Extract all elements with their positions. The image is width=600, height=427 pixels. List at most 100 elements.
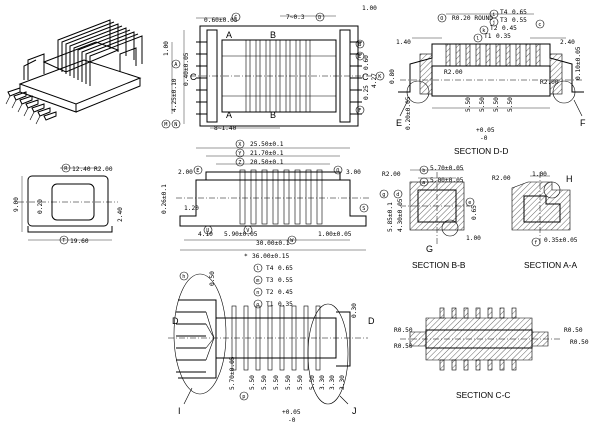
bb-d100: 1.00 — [466, 235, 481, 242]
front-d2170: 21.70±0.1 — [250, 150, 284, 157]
top-cut-c-left: C — [190, 72, 197, 82]
bubble-c: C — [231, 12, 241, 22]
bb-bubble-d: d — [393, 189, 403, 199]
dim-top-7-03: 7~0.3 — [286, 14, 305, 21]
top-pins-left — [196, 41, 207, 115]
bv-tol2: -0 — [288, 417, 296, 424]
top-cut-b-bot: B — [270, 110, 276, 120]
front-d10005: 1.00±0.05 — [318, 231, 352, 238]
bubble-e-top: E — [355, 51, 365, 61]
bv-v045: 0.45 — [278, 289, 293, 296]
left-d240: 2.40 — [117, 207, 124, 222]
bv-tol: +0.05 — [282, 409, 301, 416]
svg-text:O: O — [440, 16, 443, 22]
bb-r200: R2.00 — [382, 171, 401, 178]
dd-d50b: 5.50 — [479, 97, 486, 112]
bubble-b-top: B — [355, 39, 365, 49]
bubble-a-left: A — [171, 59, 181, 69]
svg-text:X: X — [238, 142, 242, 148]
front-view: 25.50±0.1 21.70±0.1 20.50±0.1 2.00 3.00 … — [161, 139, 370, 260]
svg-text:W: W — [290, 238, 294, 244]
svg-text:b: b — [422, 168, 425, 174]
front-bubble-z: Z — [235, 157, 245, 167]
top-view: A B A B C C 0.60±0.05 7~0.3 1.00 8~1.40 … — [161, 5, 385, 132]
bb-d065: 0.65 — [471, 205, 478, 220]
svg-text:V: V — [246, 228, 249, 234]
bottom-fins — [231, 305, 321, 371]
svg-text:n: n — [256, 290, 259, 296]
bv-bubble-n: n — [253, 287, 263, 297]
left-r200: R2.00 — [94, 166, 113, 173]
front-bubble-w: W — [287, 235, 297, 245]
bv-v065: 0.65 — [278, 265, 293, 272]
front-d026: 0.26±0.1 — [161, 184, 168, 214]
front-d2050: 20.50±0.1 — [250, 159, 284, 166]
dd-bubble-o: O — [437, 13, 447, 23]
dd-bubble-k: k — [479, 25, 489, 35]
cc-r050b: R0.50 — [394, 343, 413, 350]
bv-bubble-p: p — [239, 391, 249, 401]
bb-bubble-b: b — [419, 165, 429, 175]
dd-label-e: E — [396, 118, 402, 128]
svg-text:R: R — [64, 166, 68, 172]
dd-r02: R0.20 ROUND — [452, 15, 493, 22]
dd-bubble-j: j — [489, 17, 499, 27]
front-d120: 1.20 — [184, 205, 199, 212]
dd-d50c: 5.50 — [493, 97, 500, 112]
bb-bubble-g: g — [379, 189, 389, 199]
bv-d030: 0.30 — [351, 303, 358, 318]
dd-d50a: 5.50 — [465, 97, 472, 112]
dim-top-1-00: 1.00 — [362, 5, 377, 12]
dd-label-f: F — [580, 118, 586, 128]
dd-t1: T1 — [484, 33, 492, 40]
bb-bubble-a: a — [419, 177, 429, 187]
bv-d570: 5.70±0.05 — [229, 356, 236, 390]
svg-text:m: m — [256, 278, 259, 284]
iso-fins — [57, 19, 143, 86]
front-bubble-v: V — [243, 225, 253, 235]
aa-r200: R2.00 — [492, 175, 511, 182]
left-d900: 9.00 — [13, 197, 20, 212]
cc-r050a: R0.50 — [394, 327, 413, 334]
bv-d50-4: 5.50 — [297, 375, 304, 390]
svg-text:D: D — [318, 15, 321, 21]
svg-text:U: U — [206, 228, 209, 234]
dd-fins — [445, 43, 541, 67]
left-view: 12.40 R2.00 19.60 9.00 0.20 2.40 R T — [13, 163, 124, 245]
bv-label-d2: D — [368, 316, 375, 326]
svg-text:a: a — [422, 180, 425, 186]
bv-d50-2: 5.50 — [273, 375, 280, 390]
front-d410: 4.10 — [198, 231, 213, 238]
bb-d430: 4.30±0.05 — [397, 198, 404, 232]
svg-text:f: f — [534, 240, 537, 246]
top-pins-right — [350, 41, 362, 115]
bubble-m-left: M — [161, 119, 171, 129]
section-aa: R2.00 1.00 0.35±0.05 H SECTION A-A f — [492, 171, 578, 270]
left-d1240: 12.40 — [72, 166, 91, 173]
dd-t3: T3 — [500, 17, 508, 24]
section-bb: R2.00 5.70±0.05 5.00±0.05 5.85±0.1 4.30±… — [379, 165, 481, 270]
svg-text:l: l — [256, 266, 259, 272]
top-fins — [245, 39, 311, 113]
top-cut-a-bot: A — [226, 110, 232, 120]
dd-v055: 0.55 — [512, 17, 527, 24]
bb-d570: 5.70±0.05 — [430, 165, 464, 172]
bv-t4: T4 — [266, 265, 274, 272]
front-bubble-u: U — [203, 225, 213, 235]
svg-text:E: E — [196, 168, 199, 174]
svg-text:i: i — [492, 12, 495, 18]
svg-text:Y: Y — [238, 151, 242, 157]
dd-d140: 1.40 — [396, 39, 411, 46]
top-cut-c-right: C — [362, 72, 369, 82]
front-d3000: 30.00±0.1 — [256, 240, 290, 247]
aa-d100: 1.00 — [532, 171, 547, 178]
svg-text:B: B — [358, 42, 361, 48]
dd-title: SECTION D-D — [454, 146, 508, 156]
dd-d020: 0.20±0.05 — [405, 96, 412, 130]
bv-d050: 0.50 — [209, 271, 216, 286]
bv-bubble-h: h — [179, 271, 189, 281]
front-bubble-q: Q — [333, 165, 343, 175]
svg-text:S: S — [362, 206, 365, 212]
dim-top-4-27: 4.27 — [371, 73, 378, 88]
dim-top-1-00b: 1.00 — [163, 41, 170, 56]
